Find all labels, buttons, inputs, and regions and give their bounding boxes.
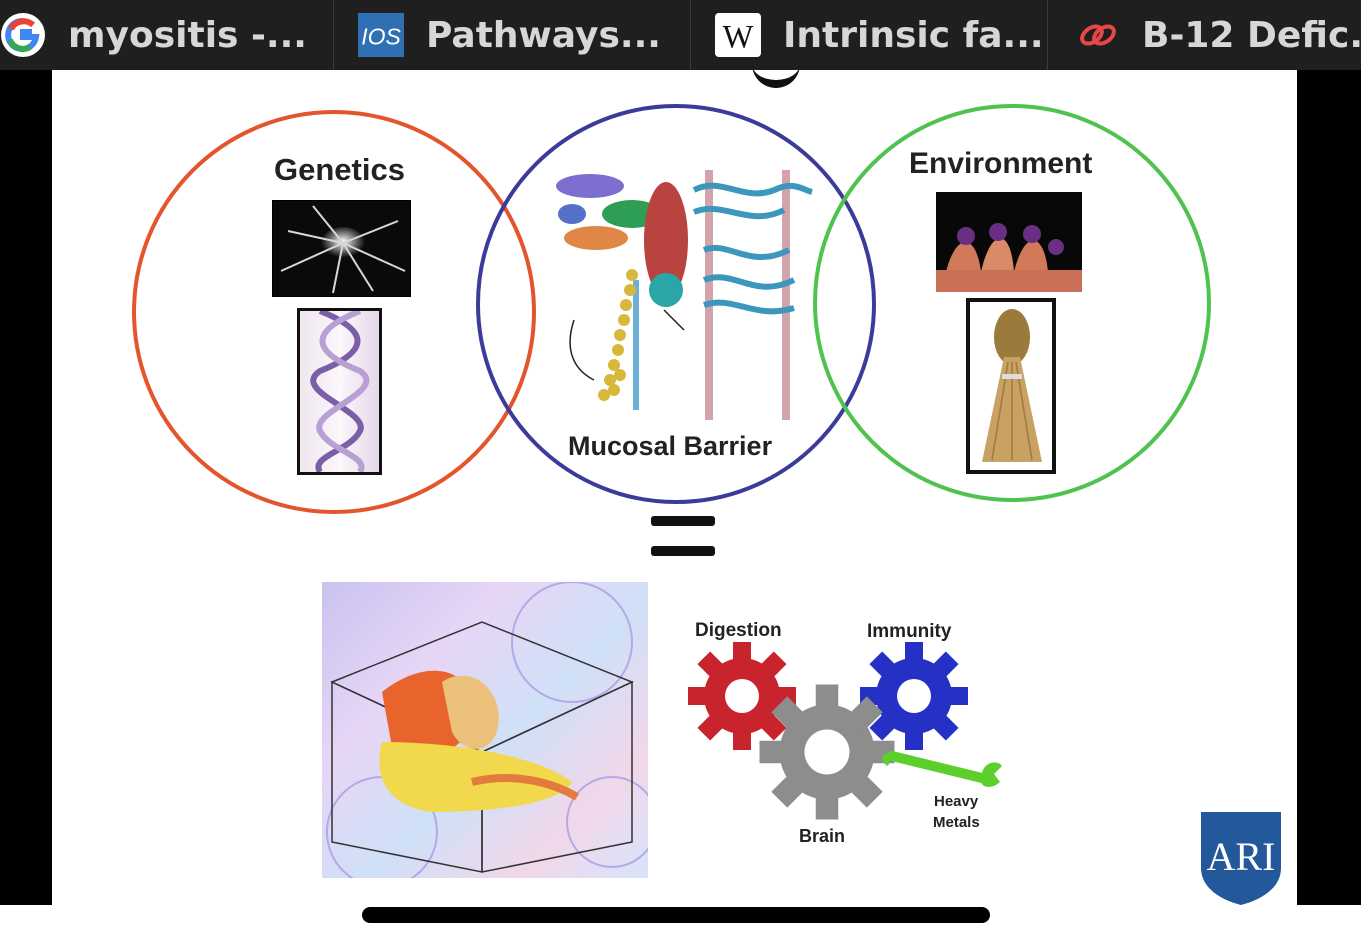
wrench-icon xyxy=(882,751,1002,787)
environment-circle xyxy=(813,104,1211,502)
mucosal-barrier-circle xyxy=(476,104,876,504)
link-icon xyxy=(1076,12,1120,58)
browser-tab-bar: myositis -... IOS Pathways... W Intrinsi… xyxy=(0,0,1361,70)
svg-text:ARI: ARI xyxy=(1207,834,1276,879)
right-letterbox xyxy=(1297,70,1361,905)
heavy-label: Heavy xyxy=(934,793,979,810)
tab-myositis[interactable]: myositis -... xyxy=(0,0,334,70)
home-indicator[interactable] xyxy=(362,907,990,923)
tab-pathways[interactable]: IOS Pathways... xyxy=(334,0,691,70)
title-fragment xyxy=(752,70,800,88)
mucosal-barrier-label: Mucosal Barrier xyxy=(568,431,773,461)
tab-title: B-12 Defic... xyxy=(1142,14,1361,56)
tight-junction-diagram xyxy=(554,150,814,435)
wheat-bundle-image xyxy=(966,298,1056,474)
dna-helix-image xyxy=(297,308,382,475)
immunity-label: Immunity xyxy=(867,621,952,642)
environment-label: Environment xyxy=(909,147,1093,180)
equals-sign xyxy=(651,516,715,558)
google-icon xyxy=(0,12,46,58)
abstract-figure-artwork xyxy=(322,582,648,878)
gears-graphic xyxy=(688,642,1002,820)
metals-label: Metals xyxy=(933,814,980,831)
venn-circles xyxy=(132,104,1211,514)
genetics-label: Genetics xyxy=(274,152,405,187)
digestion-label: Digestion xyxy=(695,620,782,641)
wikipedia-icon: W xyxy=(715,12,761,58)
tab-b12-deficiency[interactable]: B-12 Defic... xyxy=(1048,0,1361,70)
svg-text:IOS: IOS xyxy=(361,24,401,50)
tab-title: myositis -... xyxy=(68,14,307,56)
left-letterbox xyxy=(0,70,52,905)
tab-title: Pathways... xyxy=(426,14,661,56)
genetics-circle xyxy=(132,110,536,514)
villi-image xyxy=(936,192,1082,292)
digestion-gear xyxy=(688,642,796,750)
neuron-image xyxy=(272,200,411,297)
ari-logo: ARI xyxy=(1199,810,1283,905)
tab-intrinsic-factor[interactable]: W Intrinsic fa... xyxy=(691,0,1048,70)
tab-title: Intrinsic fa... xyxy=(783,14,1044,56)
presentation-slide: Genetics xyxy=(52,70,1297,905)
immunity-gear xyxy=(860,642,968,750)
brain-gear xyxy=(759,684,895,820)
brain-label: Brain xyxy=(799,826,846,846)
svg-text:W: W xyxy=(723,19,754,55)
ios-icon: IOS xyxy=(358,12,404,58)
